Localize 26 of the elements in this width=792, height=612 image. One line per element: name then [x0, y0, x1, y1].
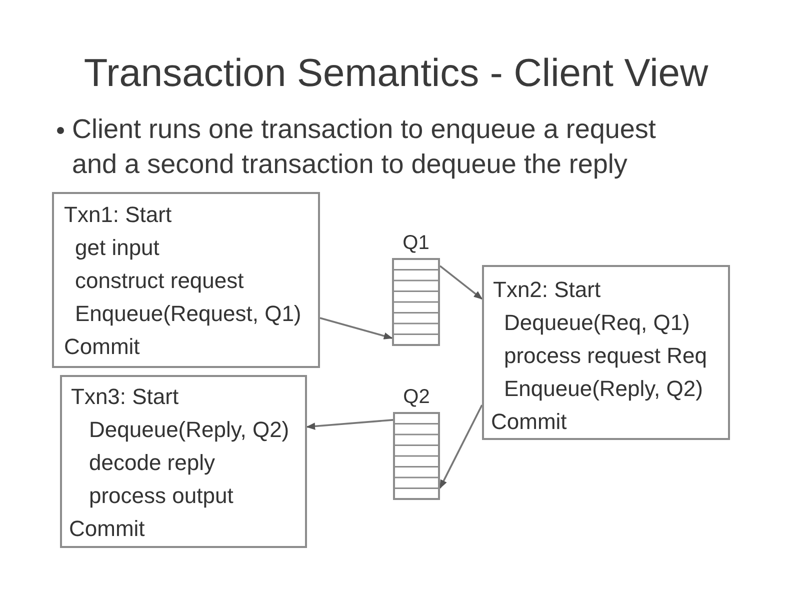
pseudocode-line: Txn2: Start	[493, 276, 601, 304]
arrow	[320, 317, 393, 340]
pseudocode-line: Commit	[491, 408, 567, 436]
pseudocode-line: Txn3: Start	[71, 383, 179, 411]
pseudocode-line: Commit	[64, 333, 140, 361]
arrow	[306, 419, 394, 430]
slide-title: Transaction Semantics - Client View	[84, 51, 708, 97]
pseudocode-line: get input	[75, 234, 160, 262]
transaction-box	[52, 192, 320, 368]
queue-label: Q1	[402, 231, 430, 256]
transaction-box	[482, 265, 730, 440]
queue-label: Q2	[403, 385, 430, 410]
pseudocode-line: process request Req	[504, 342, 707, 370]
pseudocode-line: process output	[89, 482, 234, 510]
arrow	[439, 265, 483, 300]
bullet-text: Client runs one transaction to enqueue a request and a second transaction to dequeue the reply	[72, 113, 657, 181]
transaction-box	[60, 375, 307, 548]
pseudocode-line: Txn1: Start	[64, 201, 172, 229]
pseudocode-line: construct request	[75, 267, 244, 295]
pseudocode-line: Commit	[69, 515, 145, 543]
pseudocode-line: Enqueue(Reply, Q2)	[504, 375, 703, 403]
pseudocode-line: Enqueue(Request, Q1)	[75, 300, 302, 328]
pseudocode-line: Dequeue(Req, Q1)	[504, 309, 690, 337]
pseudocode-line: Dequeue(Reply, Q2)	[89, 416, 290, 444]
pseudocode-line: decode reply	[89, 449, 215, 477]
arrow	[439, 404, 483, 489]
